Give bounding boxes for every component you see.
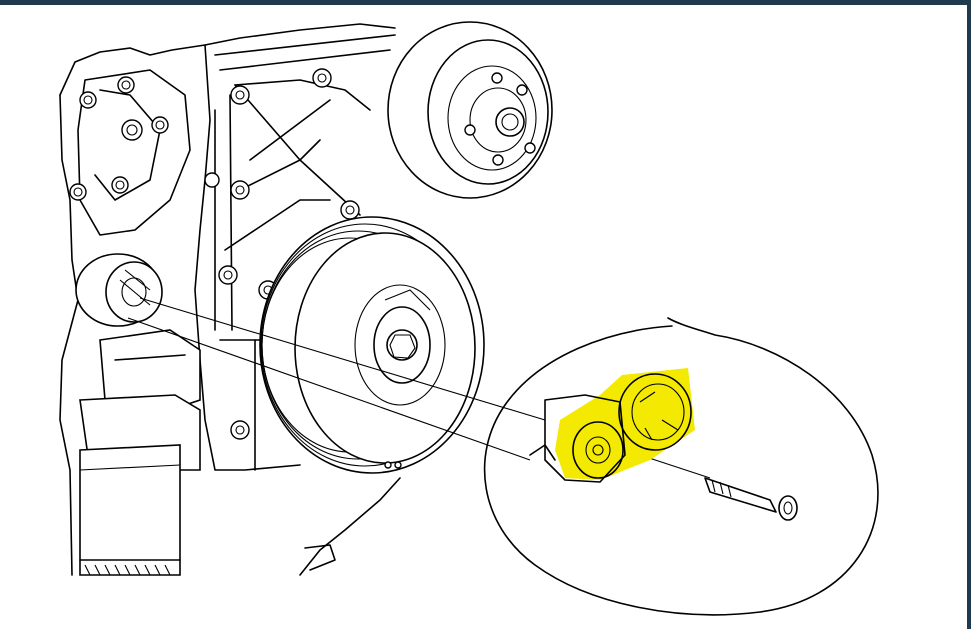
window-frame-top (0, 0, 971, 5)
cover-bolt (218, 265, 238, 285)
cover-bolt (151, 116, 169, 134)
cover-bolt (204, 172, 220, 188)
tensioner-bolt (704, 477, 798, 521)
cover-bolt (230, 85, 250, 105)
cover-bolt (340, 200, 360, 220)
crankshaft-pulley (259, 216, 485, 474)
cover-bolt (312, 68, 332, 88)
cover-bolt (69, 183, 87, 201)
idler-pulley (75, 253, 163, 327)
cover-bolt (121, 119, 143, 141)
hand-drawn-circle (483, 317, 879, 616)
tensioner (529, 368, 695, 483)
cover-bolt (111, 176, 129, 194)
cover-bolt (117, 76, 135, 94)
window-frame-right (967, 0, 971, 629)
cable (299, 477, 401, 576)
oil-filter (79, 329, 201, 576)
cover-bolt (230, 420, 250, 440)
cover-bolt (79, 91, 97, 109)
cover-bolt (230, 180, 250, 200)
upper-pulley (387, 21, 553, 199)
